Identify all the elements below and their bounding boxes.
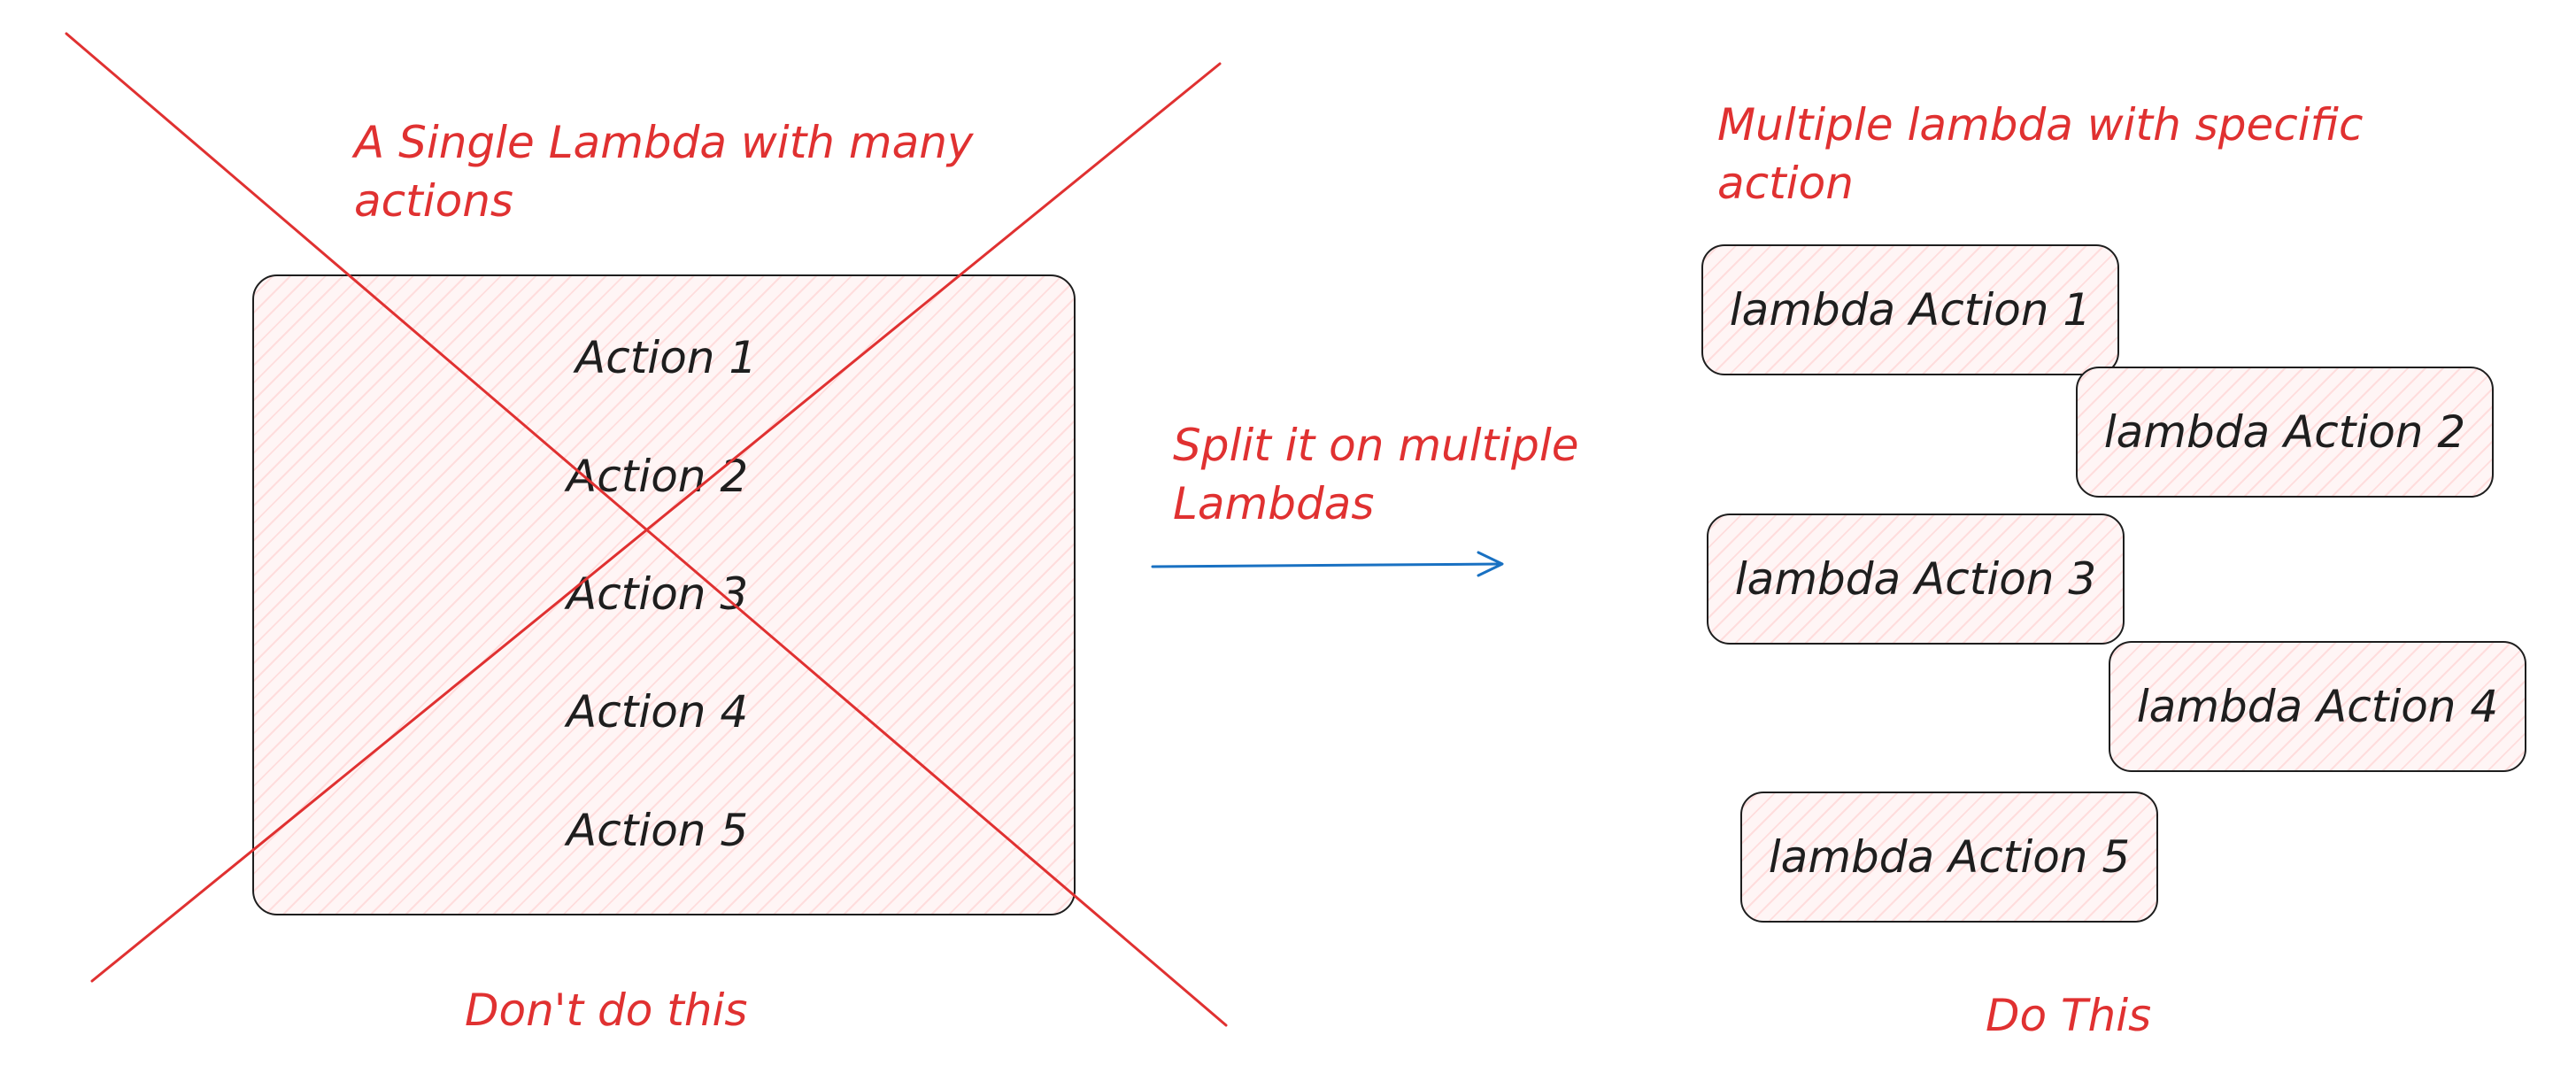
action-label-1: Action 1 (575, 332, 758, 383)
lambda-label-2: lambda Action 2 (2103, 406, 2466, 458)
lambda-label-1: lambda Action 1 (1729, 284, 2092, 336)
right-title: Multiple lambda with specific action (1717, 99, 2364, 209)
action-label-2: Action 2 (567, 451, 749, 502)
lambda-label-5: lambda Action 5 (1768, 831, 2131, 883)
arrow-label: Split it on multiple Lambdas (1173, 420, 1579, 529)
cross-line-2 (90, 62, 1222, 983)
right-caption: Do This (1986, 990, 2152, 1041)
action-label-3: Action 3 (567, 568, 749, 620)
lambda-box-5: lambda Action 5 (1740, 792, 2158, 923)
lambda-label-3: lambda Action 3 (1734, 553, 2097, 605)
single-lambda-box (252, 274, 1076, 915)
split-arrow (1151, 551, 1504, 577)
lambda-label-4: lambda Action 4 (2136, 681, 2499, 732)
action-label-4: Action 4 (567, 686, 749, 738)
lambda-box-2: lambda Action 2 (2076, 367, 2494, 498)
lambda-box-4: lambda Action 4 (2109, 641, 2526, 772)
left-caption: Don't do this (465, 985, 748, 1036)
action-label-5: Action 5 (567, 805, 749, 856)
lambda-box-3: lambda Action 3 (1707, 514, 2125, 645)
left-title: A Single Lambda with many actions (354, 117, 974, 227)
lambda-box-1: lambda Action 1 (1701, 244, 2119, 375)
